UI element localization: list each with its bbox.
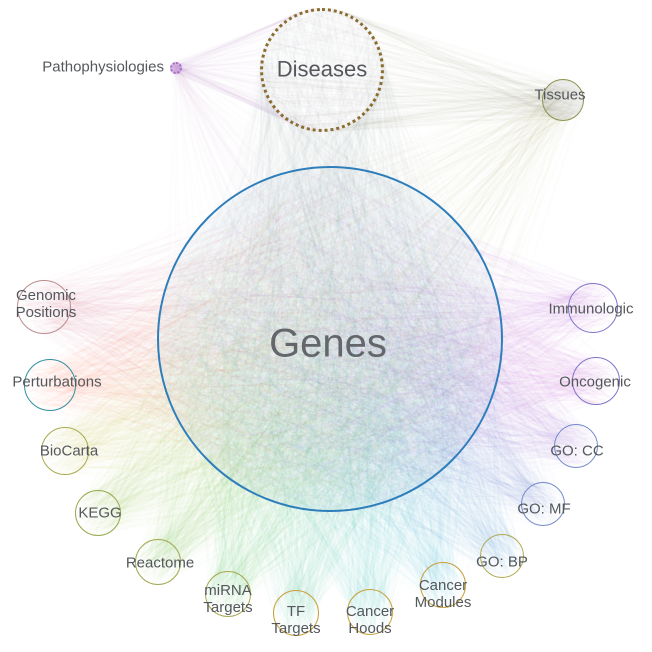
node-go-bp[interactable] [480,534,524,578]
node-kegg[interactable] [75,490,121,536]
node-perturbations[interactable] [24,359,76,411]
node-genomic-positions[interactable] [17,280,71,334]
node-mirna-targets[interactable] [205,571,251,617]
node-immunologic[interactable] [568,283,618,333]
node-go-mf[interactable] [521,482,565,526]
node-cancer-hoods[interactable] [347,589,393,635]
node-tf-targets[interactable] [273,590,319,636]
node-biocarta[interactable] [41,427,89,475]
node-tissues[interactable] [542,79,584,121]
node-oncogenic[interactable] [572,357,620,405]
node-genes[interactable] [157,166,503,512]
node-go-cc[interactable] [554,424,598,468]
node-reactome[interactable] [135,539,181,585]
node-diseases[interactable] [260,8,384,132]
node-pathophysiologies[interactable] [170,62,182,74]
node-cancer-modules[interactable] [420,562,466,608]
